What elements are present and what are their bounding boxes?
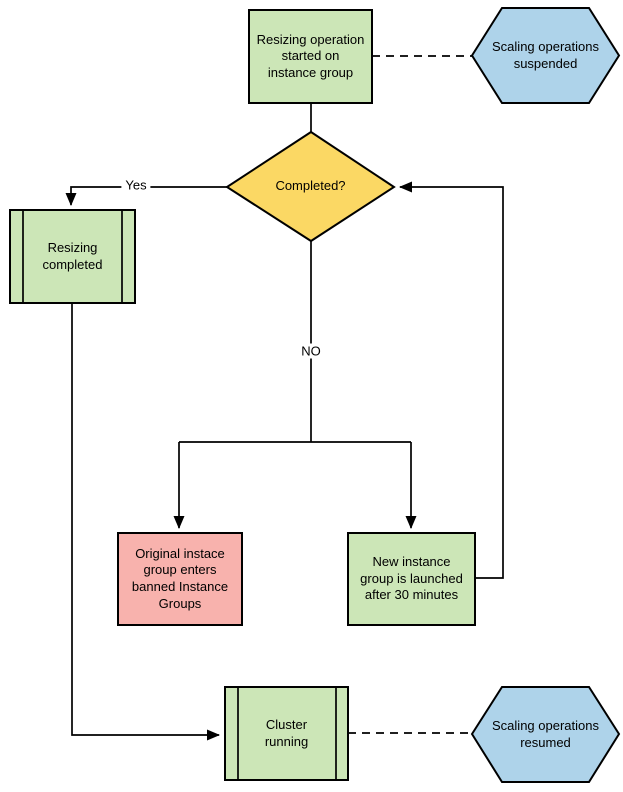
- banned-group-shape: [117, 532, 243, 626]
- resizing-completed-shape: [9, 209, 136, 304]
- connector-yes-to-resizing-completed: [65, 186, 227, 206]
- start-process-shape: [248, 9, 373, 104]
- connector-resizing-to-cluster: [71, 303, 220, 741]
- connector-new-group-to-decision: [399, 181, 504, 579]
- edge-label-no: NO: [297, 343, 325, 359]
- edge-label-yes: Yes: [121, 177, 151, 193]
- cluster-running-shape: [224, 686, 349, 781]
- suspended-hexagon-shape: [470, 7, 621, 104]
- resumed-hexagon-shape: [470, 686, 621, 783]
- new-group-shape: [347, 532, 476, 626]
- decision-diamond-shape: [225, 130, 396, 243]
